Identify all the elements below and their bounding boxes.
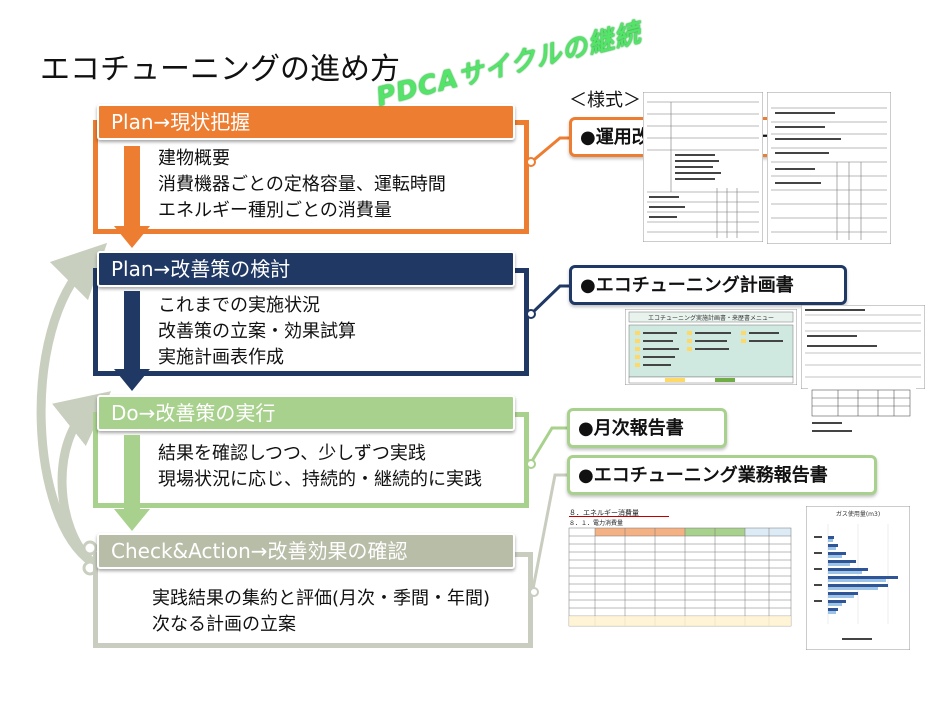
work-report-chart-thumbnail: ガス使用量(m3) <box>806 506 910 650</box>
step-check-body: 実践結果の集約と評価(月次・季間・年間) 次なる計画の立案 <box>152 586 490 638</box>
arrow-plan2-to-do <box>114 291 150 391</box>
plan-sheet-title: エコチューニング実施計画書・来歴書メニュー <box>648 314 774 322</box>
step-line: 実践結果の集約と評価(月次・季間・年間) <box>152 588 491 609</box>
plan-document-thumbnail-1: エコチューニング実施計画書・来歴書メニュー <box>625 309 797 385</box>
step-plan-measures-header: Plan→改善策の検討 <box>97 251 515 287</box>
plan-document-thumbnail-2 <box>801 305 925 389</box>
report-sheet-subtitle: ８．１．電力消費量 <box>569 519 623 527</box>
report-chart-title: ガス使用量(m3) <box>836 510 880 518</box>
step-check-header: Check&Action→改善効果の確認 <box>97 533 515 569</box>
step-do-header: Do→改善策の実行 <box>97 395 515 431</box>
step-line: 改善策の立案・効果試算 <box>158 321 356 342</box>
step-do-body: 結果を確認しつつ、少しずつ実践 現場状況に応じ、持続的・継続的に実践 <box>158 441 482 493</box>
arrow-plan1-to-plan2 <box>114 146 150 248</box>
step-line: 結果を確認しつつ、少しずつ実践 <box>158 443 426 464</box>
step-plan-current-body: 建物概要 消費機器ごとの定格容量、運転時間 エネルギー種別ごとの消費量 <box>158 146 446 224</box>
checksheet-thumbnail-1 <box>643 92 763 242</box>
page-title: エコチューニングの進め方 <box>40 52 400 87</box>
plan-document-thumbnail-3 <box>808 388 916 438</box>
step-plan-current-header: Plan→現状把握 <box>97 104 515 140</box>
step-line: これまでの実施状況 <box>158 295 320 316</box>
callout-monthly-report: ●月次報告書 <box>567 408 727 448</box>
step-line: 建物概要 <box>158 148 230 169</box>
checksheet-thumbnail-2 <box>767 92 891 244</box>
callout-work-report: ●エコチューニング業務報告書 <box>567 455 877 495</box>
forms-label: ＜様式＞ <box>569 90 641 111</box>
step-line: 消費機器ごとの定格容量、運転時間 <box>158 174 446 195</box>
cycle-arrow-to-do <box>52 391 112 566</box>
step-line: エネルギー種別ごとの消費量 <box>158 200 392 221</box>
step-line: 現場状況に応じ、持続的・継続的に実践 <box>158 469 482 490</box>
callout-plan-document: ●エコチューニング計画書 <box>569 265 847 305</box>
step-line: 実施計画表作成 <box>158 347 284 368</box>
report-sheet-title: ８．エネルギー消費量 <box>569 508 639 517</box>
step-line: 次なる計画の立案 <box>152 614 296 635</box>
work-report-table-thumbnail: ８．エネルギー消費量 ８．１．電力消費量 <box>565 506 797 630</box>
arrow-do-to-check <box>114 435 150 531</box>
step-plan-measures-body: これまでの実施状況 改善策の立案・効果試算 実施計画表作成 <box>158 293 356 371</box>
